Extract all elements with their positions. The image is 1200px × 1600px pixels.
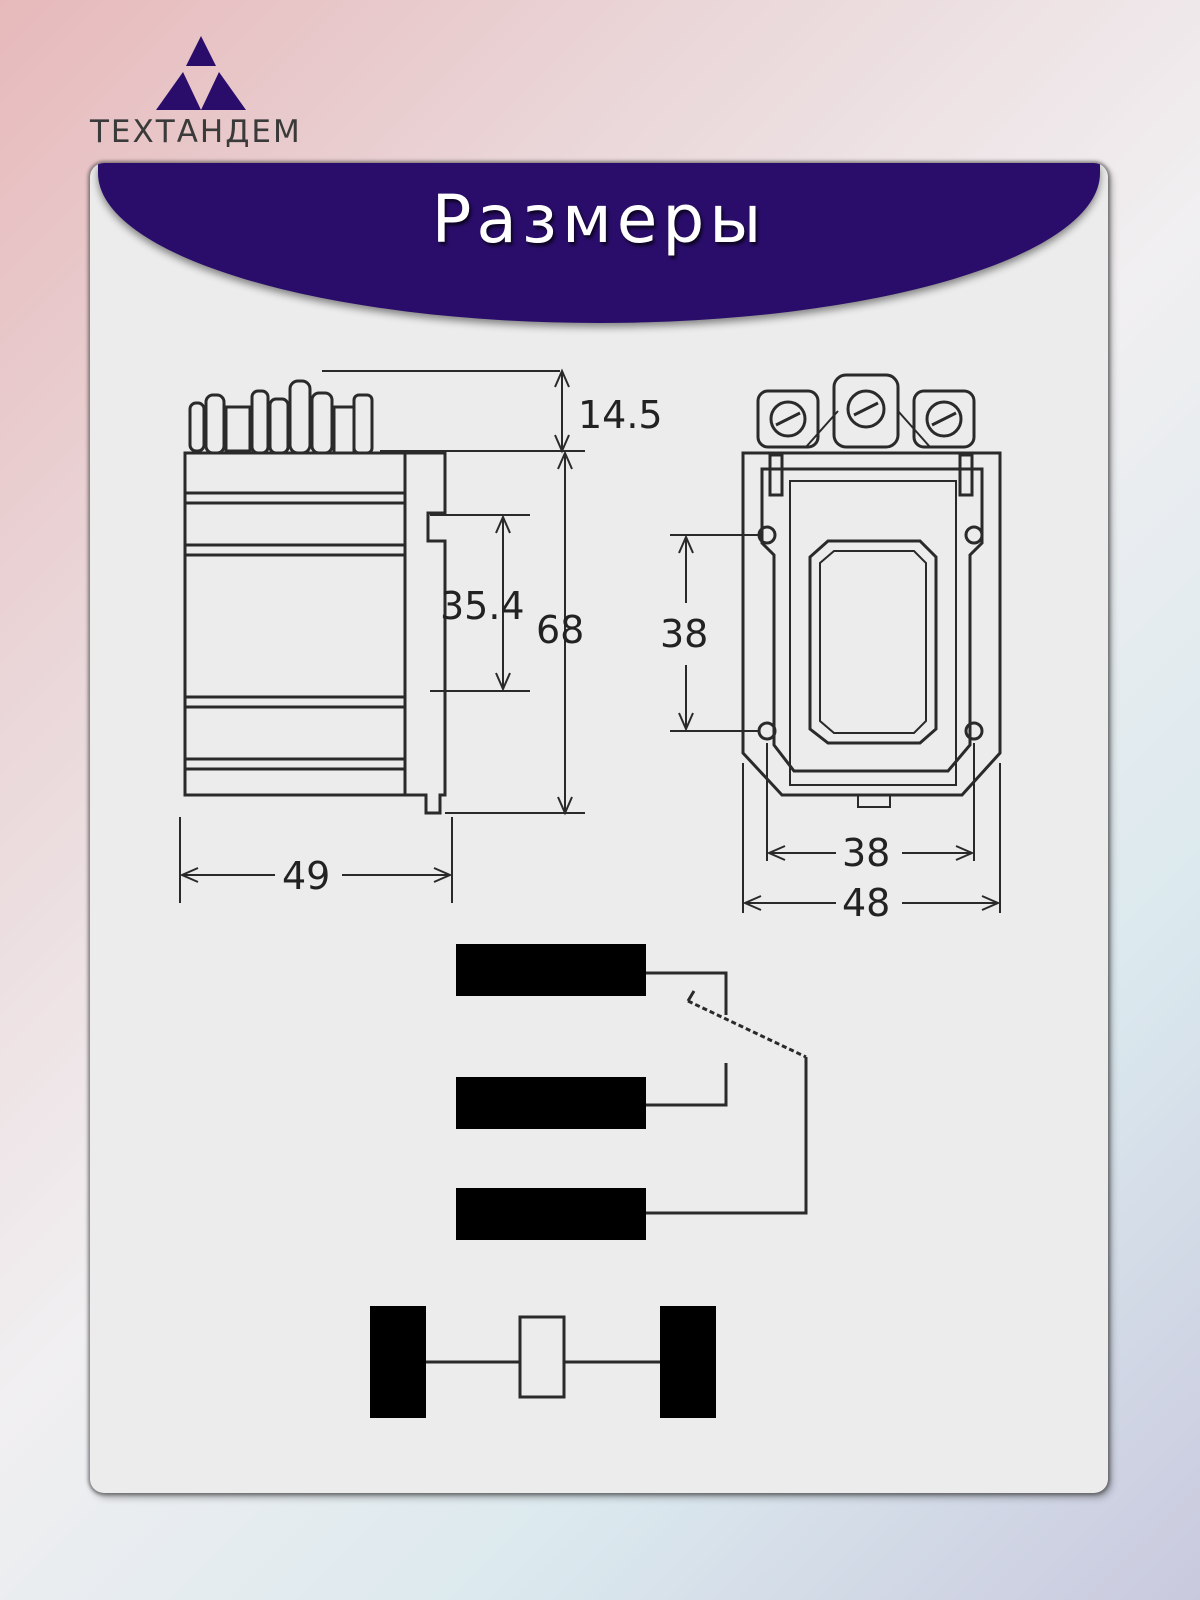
dim-side-width: 49 <box>282 854 330 898</box>
dim-terminal-height: 14.5 <box>578 393 663 437</box>
front-view-diagram <box>670 373 1002 913</box>
dim-front-mount-vertical: 38 <box>660 612 708 656</box>
brand-logo: ТЕХТАНДЕМ <box>90 36 330 156</box>
brand-name: ТЕХТАНДЕМ <box>90 114 302 150</box>
triangle-logo-icon <box>156 36 246 110</box>
technical-drawing: 14.5 35.4 68 49 38 38 48 <box>179 368 1002 1418</box>
dim-front-mount-horizontal: 38 <box>842 831 890 875</box>
dim-mount-spacing: 35.4 <box>440 584 525 628</box>
front-view-dimension-lines <box>670 534 1001 913</box>
side-view-rail-clip <box>405 451 447 815</box>
contact-schematic <box>456 944 808 1240</box>
side-view-terminals <box>188 370 560 455</box>
dim-front-width: 48 <box>842 881 890 925</box>
side-view-dimension-lines <box>179 368 585 903</box>
front-view-body <box>741 451 1002 808</box>
dimensions-card: Размеры <box>90 163 1108 1493</box>
dim-side-height: 68 <box>536 608 584 652</box>
coil-symbol <box>370 1306 716 1418</box>
side-view-diagram <box>179 368 585 903</box>
side-view-body <box>183 451 407 797</box>
page-title: Размеры <box>431 181 767 258</box>
front-view-screw-terminals <box>756 373 976 449</box>
